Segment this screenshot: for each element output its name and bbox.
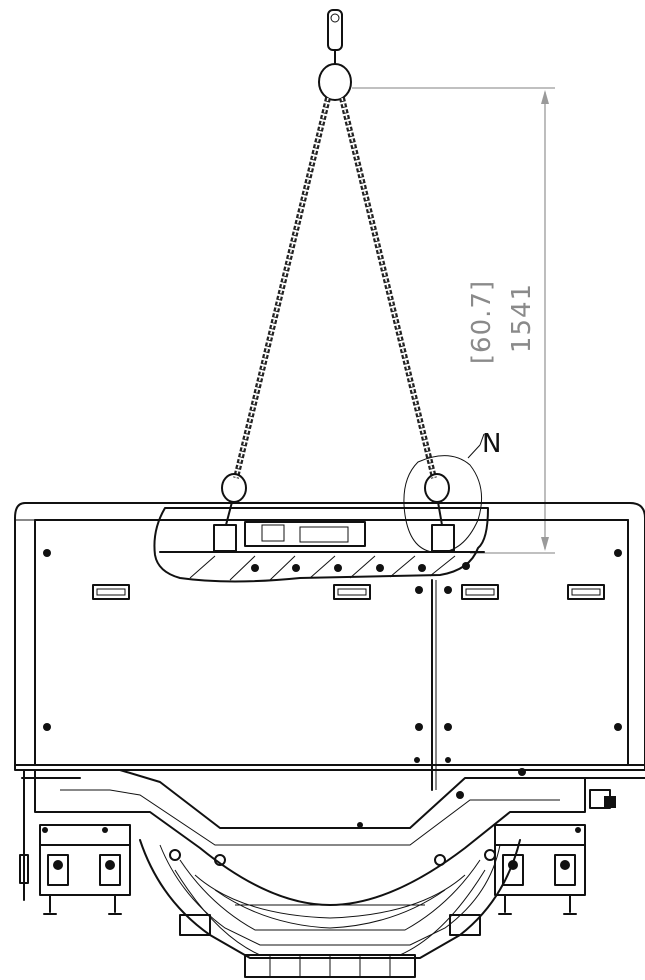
callout-label: N xyxy=(482,429,501,459)
underframe xyxy=(21,768,645,906)
dimension-inches-label: [60.7] xyxy=(467,280,497,364)
handle-slot xyxy=(333,584,371,600)
handle-slot xyxy=(567,584,605,600)
detail-callout-n: N xyxy=(403,429,501,553)
support-foot-right xyxy=(494,824,586,915)
dimension-mm-label: 1541 xyxy=(507,283,537,353)
lifting-chain-left xyxy=(233,97,331,479)
equipment-enclosure xyxy=(14,502,645,901)
lifting-chain-right xyxy=(339,97,437,479)
height-dimension: [60.7] 1541 xyxy=(352,87,555,554)
section-cutaway xyxy=(153,507,489,583)
chain-hook-left xyxy=(213,473,247,552)
handle-slot xyxy=(461,584,499,600)
handle-slot xyxy=(92,584,130,600)
chain-hook-right xyxy=(424,473,455,552)
motor-assembly xyxy=(139,839,521,978)
support-foot-left xyxy=(39,824,131,915)
lifting-hook xyxy=(318,9,352,101)
